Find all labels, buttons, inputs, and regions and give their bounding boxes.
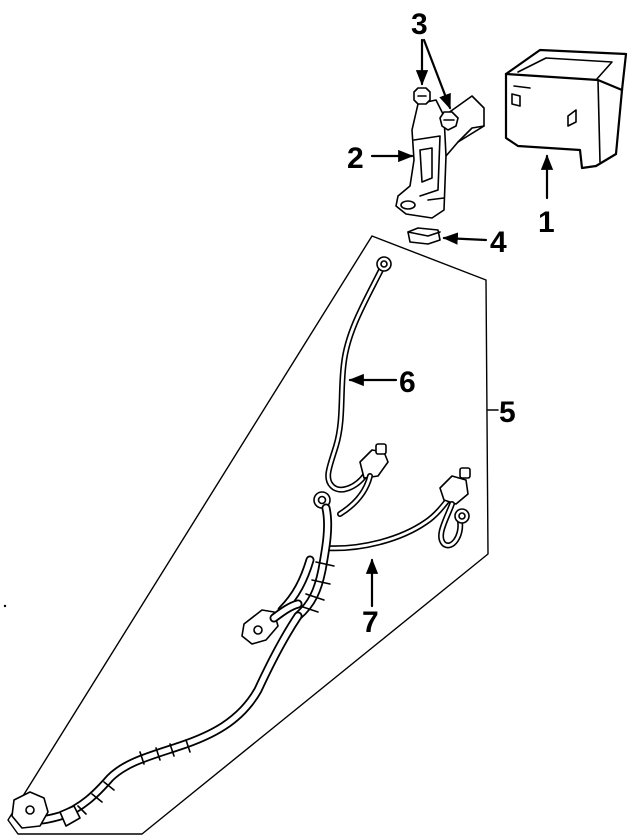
bracket-bolts — [413, 87, 459, 131]
negative-cable — [323, 467, 471, 552]
main-harness — [11, 491, 335, 829]
stray-mark — [3, 604, 7, 608]
battery-tray — [504, 48, 628, 170]
callout-2: 2 — [347, 142, 364, 175]
callout-5: 5 — [499, 396, 516, 429]
callout-1: 1 — [538, 206, 555, 239]
callout-4-leader — [442, 232, 488, 245]
callout-7: 7 — [362, 606, 379, 639]
insulator-pad — [407, 227, 441, 245]
callout-6: 6 — [399, 366, 416, 399]
callout-3-leader-b — [422, 38, 452, 110]
callout-4: 4 — [490, 226, 507, 259]
callout-3: 3 — [411, 8, 428, 41]
group-outline — [7, 235, 489, 835]
positive-cable — [325, 256, 392, 517]
